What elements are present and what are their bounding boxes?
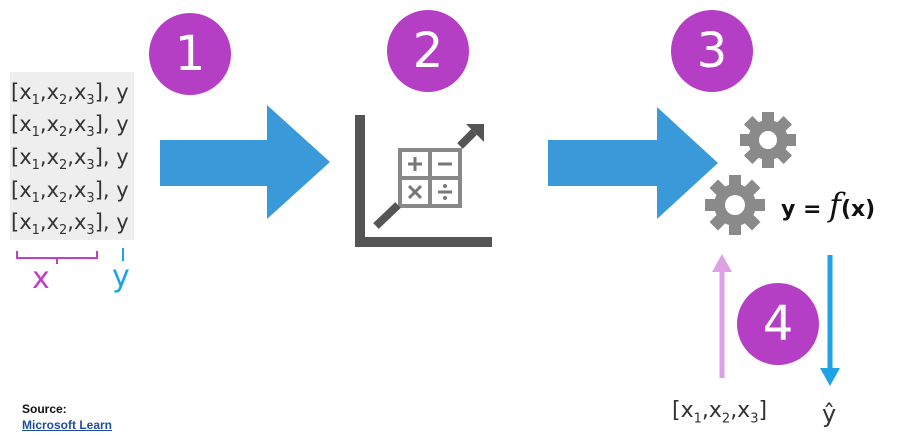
step-3-badge: 3 <box>671 10 753 92</box>
formula-left: y = <box>781 197 830 222</box>
step-2-number: 2 <box>412 23 444 79</box>
training-data-row: [x1,x2,x3], y <box>11 145 129 174</box>
formula-right: (x) <box>840 197 876 222</box>
source-title: Source: <box>22 402 67 416</box>
step-1-number: 1 <box>174 26 206 82</box>
step-4-number: 4 <box>762 296 794 352</box>
step-1-badge: 1 <box>149 13 231 95</box>
source-link[interactable]: Microsoft Learn <box>22 418 113 432</box>
training-data-row: [x1,x2,x3], y <box>11 210 129 239</box>
x-label: x <box>32 261 50 296</box>
arrow-right-1 <box>160 105 330 219</box>
new-feature-input: [x1,x2,x3] <box>672 398 768 427</box>
train-model-icon <box>355 115 492 247</box>
step-4-badge: 4 <box>737 283 819 365</box>
output-arrow-down <box>820 255 840 386</box>
gear-large-icon <box>740 112 796 168</box>
model-function: y = f(x) <box>781 189 875 221</box>
training-data-row: [x1,x2,x3], y <box>11 178 129 207</box>
predicted-output: ŷ <box>822 400 837 428</box>
arrow-right-2 <box>548 107 718 219</box>
input-arrow-up <box>712 254 732 378</box>
training-data-box <box>10 72 134 240</box>
source-note: Source: Microsoft Learn <box>22 401 112 433</box>
formula-f: f <box>829 186 841 224</box>
training-data-row: [x1,x2,x3], y <box>11 112 129 141</box>
y-label: y <box>112 259 130 294</box>
x-bracket <box>16 251 98 264</box>
gear-small-icon <box>705 175 765 235</box>
step-2-badge: 2 <box>387 10 469 92</box>
step-3-number: 3 <box>696 23 728 79</box>
training-data-row: [x1,x2,x3], y <box>11 80 129 109</box>
